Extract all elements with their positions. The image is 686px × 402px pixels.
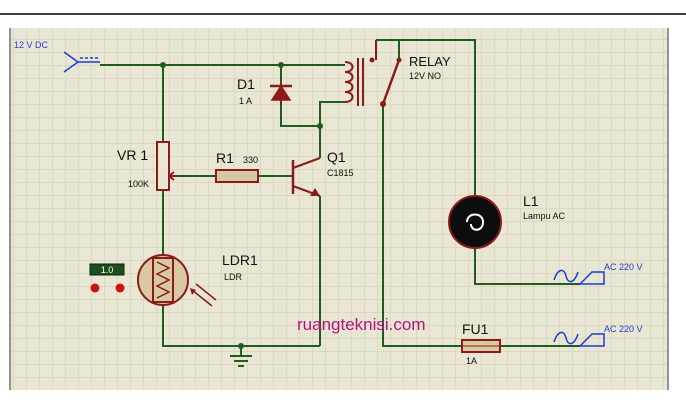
dc-source-label: 12 V DC bbox=[14, 40, 49, 50]
r1-resistor[interactable] bbox=[215, 169, 259, 183]
ac-top-label: AC 220 V bbox=[604, 262, 643, 272]
d1-name: D1 bbox=[237, 76, 255, 92]
lamp-value: Lampu AC bbox=[523, 211, 566, 221]
ldr1-name: LDR1 bbox=[222, 252, 258, 268]
junctions bbox=[160, 62, 323, 349]
dc-source-terminal[interactable] bbox=[63, 51, 100, 73]
watermark-text: ruangteknisi.com bbox=[297, 315, 426, 334]
ac-bottom-label: AC 220 V bbox=[604, 324, 643, 334]
ac-sine-icon-top[interactable] bbox=[553, 269, 605, 285]
fuse-value: 1A bbox=[466, 356, 477, 366]
lamp-icon[interactable] bbox=[448, 195, 502, 249]
light-rays-icon bbox=[190, 283, 217, 307]
d1-diode[interactable] bbox=[270, 82, 292, 104]
ldr1-value: LDR bbox=[224, 272, 243, 282]
ac-sine-icon-bottom[interactable] bbox=[553, 331, 605, 347]
light-level-value: 1.0 bbox=[101, 265, 114, 275]
light-level-meter[interactable]: 1.0 bbox=[89, 263, 125, 293]
fuse-name: FU1 bbox=[462, 321, 489, 337]
fu1-fuse[interactable] bbox=[461, 339, 501, 353]
vr1-potentiometer[interactable] bbox=[156, 141, 178, 191]
relay-name: RELAY bbox=[409, 54, 451, 69]
lamp-name: L1 bbox=[523, 193, 539, 209]
d1-value: 1 A bbox=[239, 96, 252, 106]
ldr1-sensor[interactable] bbox=[137, 254, 189, 306]
q1-name: Q1 bbox=[327, 149, 346, 165]
vr1-value: 100K bbox=[128, 179, 149, 189]
relay-coil[interactable] bbox=[333, 58, 364, 106]
vr1-name: VR 1 bbox=[117, 147, 148, 163]
wires bbox=[100, 39, 580, 356]
relay-value: 12V NO bbox=[409, 71, 441, 81]
q1-transistor[interactable] bbox=[291, 157, 321, 197]
r1-value: 330 bbox=[243, 155, 258, 165]
r1-name: R1 bbox=[216, 150, 234, 166]
relay-contact[interactable] bbox=[369, 39, 402, 107]
ground-icon bbox=[230, 355, 252, 367]
q1-value: C1815 bbox=[327, 168, 354, 178]
